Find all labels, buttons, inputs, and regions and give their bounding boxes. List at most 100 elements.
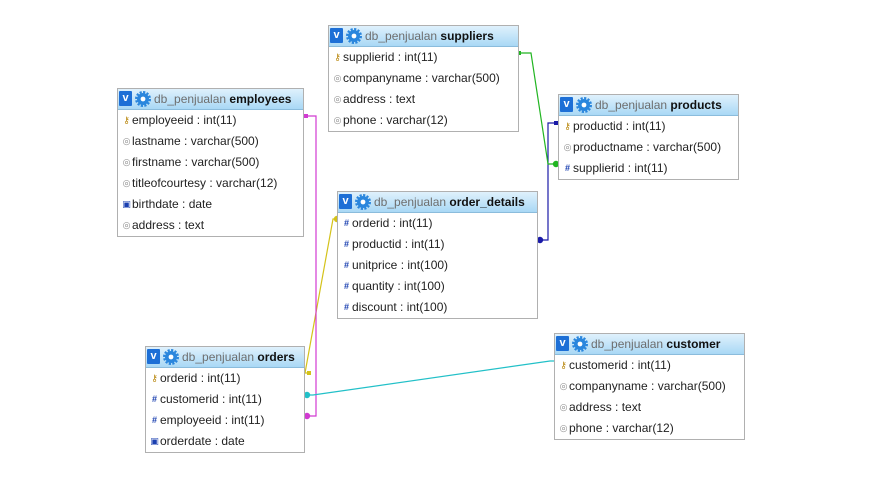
column-row[interactable]: ⚷customerid : int(11) [555, 355, 744, 376]
toggle-button[interactable]: v [560, 97, 573, 112]
index-icon: # [343, 260, 349, 270]
table-header[interactable]: v db_penjualan customer [555, 334, 744, 355]
column-row[interactable]: ◎titleofcourtesy : varchar(12) [118, 173, 303, 194]
column-label: customerid : int(11) [160, 392, 262, 406]
column-row[interactable]: ◎companyname : varchar(500) [555, 376, 744, 397]
column-row[interactable]: ◎phone : varchar(12) [555, 418, 744, 439]
gear-icon [135, 91, 151, 107]
column-row[interactable]: ▣orderdate : date [146, 431, 304, 452]
relation-end-marker [307, 371, 311, 375]
index-icon: # [343, 218, 349, 228]
toggle-button[interactable]: v [147, 349, 160, 364]
column-label: productid : int(11) [352, 237, 445, 251]
column-list: ⚷productid : int(11)◎productname : varch… [559, 116, 738, 179]
column-row[interactable]: ◎lastname : varchar(500) [118, 131, 303, 152]
column-label: quantity : int(100) [352, 279, 445, 293]
column-label: productname : varchar(500) [573, 140, 722, 154]
gear-icon [572, 336, 588, 352]
column-label: titleofcourtesy : varchar(12) [132, 176, 278, 190]
column-row[interactable]: ⚷orderid : int(11) [146, 368, 304, 389]
key-icon: ⚷ [334, 52, 341, 62]
column-list: ⚷customerid : int(11)◎companyname : varc… [555, 355, 744, 439]
column-icon: ◎ [559, 402, 568, 412]
column-list: ⚷employeeid : int(11)◎lastname : varchar… [118, 110, 303, 236]
table-header[interactable]: v db_penjualan order_details [338, 192, 537, 213]
column-label: companyname : varchar(500) [343, 71, 500, 85]
column-row[interactable]: ⚷employeeid : int(11) [118, 110, 303, 131]
column-label: discount : int(100) [352, 300, 448, 314]
column-label: supplierid : int(11) [343, 50, 438, 64]
column-row[interactable]: ◎companyname : varchar(500) [329, 68, 518, 89]
table-title: employees [229, 92, 292, 106]
column-row[interactable]: #customerid : int(11) [146, 389, 304, 410]
index-icon: # [343, 281, 349, 291]
column-icon: ◎ [122, 220, 131, 230]
table-title: orders [257, 350, 295, 364]
column-label: address : text [132, 218, 205, 232]
table-title: products [670, 98, 722, 112]
toggle-button[interactable]: v [330, 28, 343, 43]
column-row[interactable]: ◎firstname : varchar(500) [118, 152, 303, 173]
relation-line [540, 122, 556, 241]
column-row[interactable]: ◎address : text [118, 215, 303, 236]
database-name: db_penjualan [591, 337, 664, 351]
column-row[interactable]: ◎address : text [329, 89, 518, 110]
table-header[interactable]: v db_penjualan employees [118, 89, 303, 110]
date-icon: ▣ [122, 199, 131, 209]
index-icon: # [564, 163, 570, 173]
column-row[interactable]: #supplierid : int(11) [559, 158, 738, 179]
column-label: lastname : varchar(500) [132, 134, 259, 148]
column-row[interactable]: ⚷productid : int(11) [559, 116, 738, 137]
relation-line [519, 52, 556, 165]
key-icon: ⚷ [564, 121, 571, 131]
toggle-button[interactable]: v [339, 194, 352, 209]
column-row[interactable]: #discount : int(100) [338, 297, 537, 318]
gear-icon [163, 349, 179, 365]
column-list: ⚷orderid : int(11)#customerid : int(11)#… [146, 368, 304, 452]
column-icon: ◎ [559, 423, 568, 433]
column-row[interactable]: #productid : int(11) [338, 234, 537, 255]
column-label: orderid : int(11) [352, 216, 433, 230]
date-icon: ▣ [150, 436, 159, 446]
index-icon: # [343, 239, 349, 249]
table-order-details[interactable]: v db_penjualan order_details #orderid : … [337, 191, 538, 319]
column-row[interactable]: ▣birthdate : date [118, 194, 303, 215]
gear-icon [576, 97, 592, 113]
table-header[interactable]: v db_penjualan products [559, 95, 738, 116]
column-row[interactable]: #quantity : int(100) [338, 276, 537, 297]
table-title: customer [666, 337, 721, 351]
table-suppliers[interactable]: v db_penjualan suppliers ⚷supplierid : i… [328, 25, 519, 132]
column-row[interactable]: #unitprice : int(100) [338, 255, 537, 276]
column-row[interactable]: ◎address : text [555, 397, 744, 418]
database-name: db_penjualan [595, 98, 668, 112]
toggle-button[interactable]: v [119, 91, 132, 106]
column-label: birthdate : date [132, 197, 213, 211]
table-header[interactable]: v db_penjualan suppliers [329, 26, 518, 47]
index-icon: # [343, 302, 349, 312]
database-name: db_penjualan [154, 92, 227, 106]
column-row[interactable]: #employeeid : int(11) [146, 410, 304, 431]
index-icon: # [151, 415, 157, 425]
column-row[interactable]: #orderid : int(11) [338, 213, 537, 234]
relation-start-dot [536, 236, 544, 244]
column-label: productid : int(11) [573, 119, 666, 133]
column-row[interactable]: ◎productname : varchar(500) [559, 137, 738, 158]
column-list: #orderid : int(11)#productid : int(11)#u… [338, 213, 537, 318]
table-orders[interactable]: v db_penjualan orders ⚷orderid : int(11)… [145, 346, 305, 453]
table-header[interactable]: v db_penjualan orders [146, 347, 304, 368]
table-products[interactable]: v db_penjualan products ⚷productid : int… [558, 94, 739, 180]
toggle-button[interactable]: v [556, 336, 569, 351]
table-title: suppliers [440, 29, 494, 43]
database-name: db_penjualan [374, 195, 447, 209]
gear-icon [346, 28, 362, 44]
column-icon: ◎ [559, 381, 568, 391]
column-label: companyname : varchar(500) [569, 379, 726, 393]
column-icon: ◎ [122, 157, 131, 167]
column-label: phone : varchar(12) [343, 113, 448, 127]
table-employees[interactable]: v db_penjualan employees ⚷employeeid : i… [117, 88, 304, 237]
column-row[interactable]: ◎phone : varchar(12) [329, 110, 518, 131]
column-row[interactable]: ⚷supplierid : int(11) [329, 47, 518, 68]
relation-end-marker [517, 51, 521, 55]
column-label: customerid : int(11) [569, 358, 671, 372]
table-customer[interactable]: v db_penjualan customer ⚷customerid : in… [554, 333, 745, 440]
